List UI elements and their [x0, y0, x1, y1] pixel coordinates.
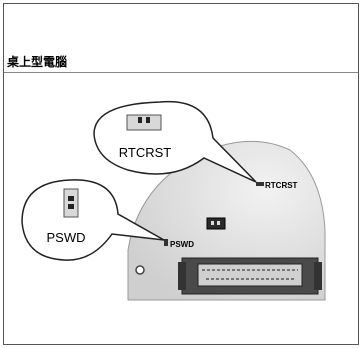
- rtcrst-jumper-icon: [126, 114, 162, 131]
- pswd-callout: PSWD: [21, 179, 165, 261]
- mounting-hole: [135, 265, 145, 275]
- rtcrst-board-label: RTCRST: [265, 181, 298, 190]
- header-row: 桌上型電腦: [4, 4, 358, 73]
- table-frame: 桌上型電腦: [3, 3, 359, 345]
- pswd-board-jumper: [164, 239, 168, 246]
- section-title: 桌上型電腦: [7, 55, 68, 69]
- rtcrst-callout-label: RTCRST: [119, 145, 172, 160]
- serial-connector: [178, 257, 322, 295]
- board-connector: [206, 217, 226, 230]
- pswd-board-label: PSWD: [170, 240, 194, 249]
- pswd-jumper-icon: [63, 188, 79, 218]
- pswd-callout-label: PSWD: [47, 230, 86, 245]
- rtcrst-board-jumper: [256, 182, 264, 186]
- rtcrst-callout: RTCRST: [93, 100, 257, 183]
